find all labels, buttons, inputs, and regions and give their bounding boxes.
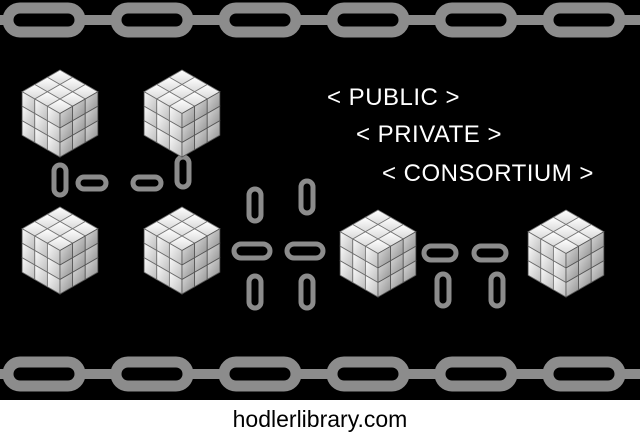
chain-icon [440, 8, 512, 32]
chain-icon [548, 8, 620, 32]
diagram-canvas [0, 0, 640, 400]
chain-icon [332, 8, 404, 32]
chain-icon [54, 165, 66, 195]
chain-icon [474, 246, 506, 260]
chain-icon [133, 177, 161, 189]
chain-icon [116, 362, 188, 386]
chain-icon [301, 276, 313, 308]
chain-icon [548, 362, 620, 386]
chain-icon [618, 15, 640, 25]
chain-icon [301, 181, 313, 213]
chain-icon [287, 244, 323, 258]
footer: hodlerlibrary.com [0, 400, 640, 439]
chain-icon [249, 189, 261, 221]
cube-icon [144, 207, 220, 294]
chain-icon [8, 362, 80, 386]
chain-icon [332, 362, 404, 386]
chain-icon [618, 369, 640, 379]
chain-icon [249, 276, 261, 308]
chain-icon [224, 8, 296, 32]
cube-icon [144, 70, 220, 157]
consortium-label: < CONSORTIUM > [382, 160, 594, 188]
top-border-chain [0, 8, 640, 32]
cube-icon [22, 207, 98, 294]
chain-icon [437, 274, 449, 306]
chain-icon [116, 8, 188, 32]
footer-site-label: hodlerlibrary.com [233, 406, 408, 433]
private-label: < PRIVATE > [356, 121, 502, 149]
chain-icon [424, 246, 456, 260]
public-label: < PUBLIC > [327, 84, 460, 112]
chain-icon [224, 362, 296, 386]
chain-icon [177, 157, 189, 187]
chain-icon [8, 8, 80, 32]
chain-icon [234, 244, 270, 258]
cube-icon [528, 210, 604, 297]
chain-icon [78, 177, 106, 189]
bottom-border-chain [0, 362, 640, 386]
chain-icon [491, 274, 503, 306]
chain-icon [440, 362, 512, 386]
cube-icon [22, 70, 98, 157]
cube-icon [340, 210, 416, 297]
blockchain-diagram: < PUBLIC > < PRIVATE > < CONSORTIUM > [0, 0, 640, 400]
